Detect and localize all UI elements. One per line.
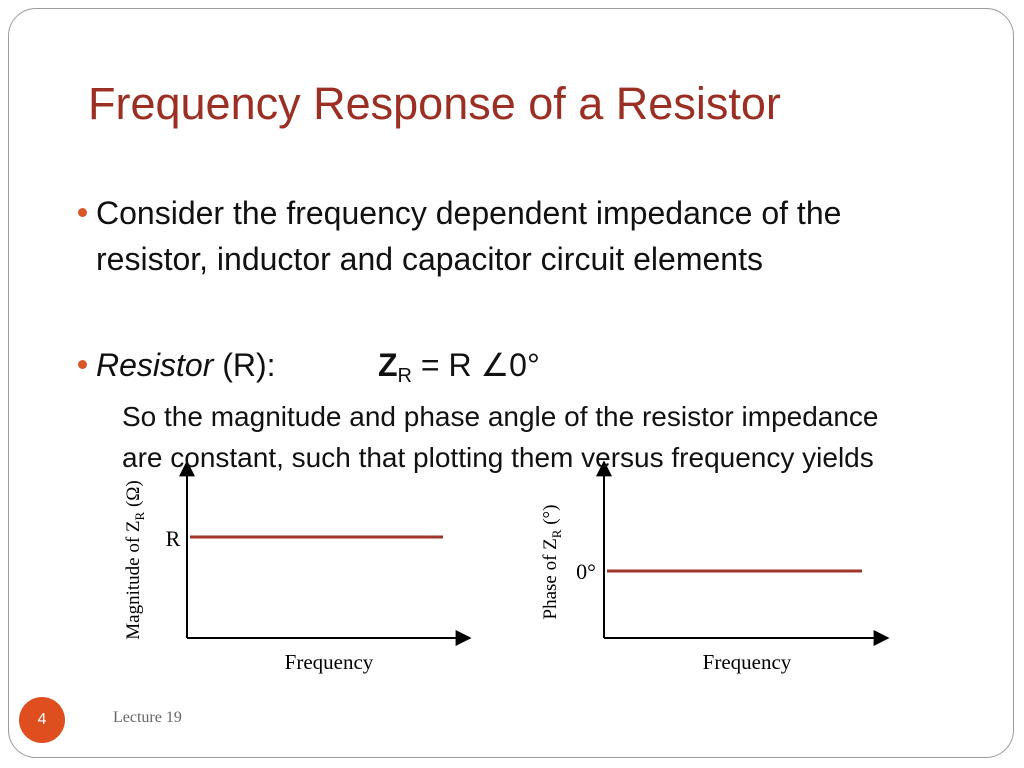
magnitude-y-label: Magnitude of ZR (Ω) bbox=[123, 480, 147, 639]
magnitude-chart: R Frequency Magnitude of ZR (Ω) bbox=[123, 460, 472, 674]
phase-y-label: Phase of ZR (°) bbox=[540, 505, 564, 620]
phase-chart: 0° Frequency Phase of ZR (°) bbox=[540, 460, 890, 674]
phase-level-label: 0° bbox=[576, 559, 596, 584]
magnitude-level-label: R bbox=[166, 526, 181, 551]
formula-main: Z bbox=[378, 347, 398, 383]
bullet-2-italic: Resistor bbox=[96, 347, 214, 383]
bullet-text-2: Resistor (R): ZR = R ∠0° bbox=[96, 342, 540, 388]
formula-rest: = R ∠0° bbox=[412, 347, 540, 383]
phase-x-label: Frequency bbox=[703, 650, 792, 674]
footer-lecture-label: Lecture 19 bbox=[113, 709, 182, 726]
magnitude-x-label: Frequency bbox=[285, 650, 374, 674]
bullet-dot-1 bbox=[78, 208, 87, 217]
phase-y-label-main: Phase of Z bbox=[540, 538, 561, 619]
bullet-2-label: (R): bbox=[213, 347, 276, 383]
magnitude-y-label-sub: R bbox=[132, 511, 147, 520]
bullet-dot-2 bbox=[78, 360, 87, 369]
slide-number-badge: 4 bbox=[19, 697, 65, 743]
slide-frame bbox=[8, 8, 1014, 758]
magnitude-y-label-rest: (Ω) bbox=[123, 480, 144, 512]
phase-y-label-rest: (°) bbox=[540, 505, 561, 530]
impedance-formula: ZR = R ∠0° bbox=[378, 342, 540, 399]
bullet-text-1: Consider the frequency dependent impedan… bbox=[96, 195, 842, 277]
slide-number: 4 bbox=[37, 711, 47, 728]
magnitude-y-label-main: Magnitude of Z bbox=[123, 520, 144, 639]
explanation-paragraph: So the magnitude and phase angle of the … bbox=[122, 401, 879, 473]
formula-sub: R bbox=[397, 365, 412, 387]
phase-y-label-sub: R bbox=[549, 529, 564, 538]
slide-title: Frequency Response of a Resistor bbox=[88, 78, 781, 129]
